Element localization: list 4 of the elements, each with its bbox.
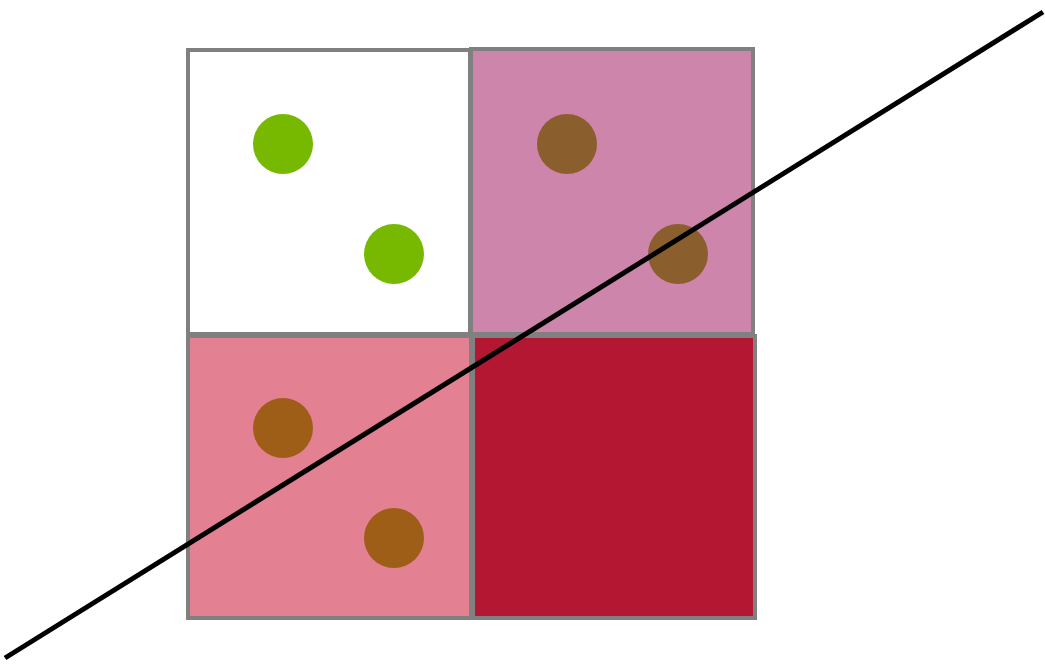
square-panel [471,334,757,620]
square-panel [469,47,755,336]
square-panel [186,334,473,620]
square-panel [186,48,472,336]
